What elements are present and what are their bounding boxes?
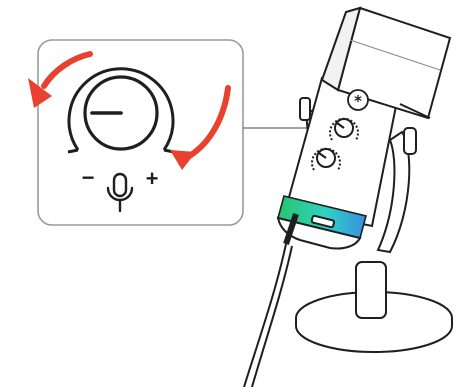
small-volume-knob-icon (311, 147, 341, 171)
svg-text:*: * (354, 92, 362, 110)
minus-label: − (82, 165, 95, 190)
asterisk-button-icon: * (347, 89, 369, 111)
arrow-counterclockwise-icon (28, 51, 93, 108)
arrow-clockwise-icon (170, 85, 231, 170)
microphone-product (276, 6, 453, 353)
usb-cable (243, 213, 299, 387)
plus-label: + (146, 166, 159, 191)
callout-box (37, 39, 244, 226)
small-gain-knob-icon (329, 117, 359, 141)
gain-knob-icon (67, 67, 175, 154)
microphone-icon (106, 172, 134, 213)
